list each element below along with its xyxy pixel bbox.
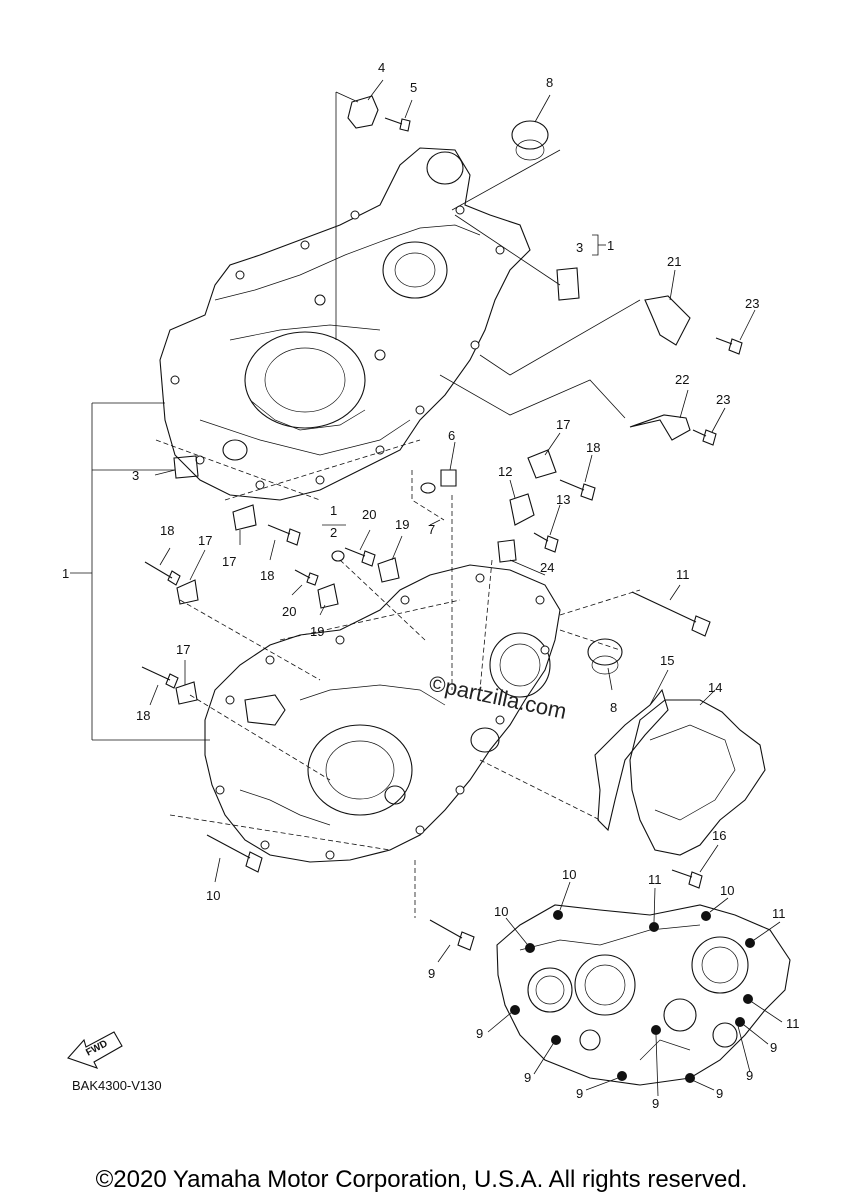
- callout-24: 24: [540, 560, 554, 575]
- callout-9-detail-f: 9: [716, 1086, 723, 1101]
- upper-crankcase-half: [159, 147, 531, 501]
- callout-9-detail-d: 9: [746, 1068, 753, 1083]
- callout-19-lower: 19: [310, 624, 324, 639]
- callout-23-top: 23: [745, 296, 759, 311]
- callout-10-detail-a: 10: [562, 867, 576, 882]
- callout-10-detail-c: 10: [494, 904, 508, 919]
- callout-17-mid: 17: [222, 554, 236, 569]
- diagram-code: BAK4300-V130: [72, 1078, 162, 1093]
- copyright-notice: ©2020 Yamaha Motor Corporation, U.S.A. A…: [95, 1166, 748, 1193]
- callout-18-mid: 18: [260, 568, 274, 583]
- callout-4: 4: [378, 60, 385, 75]
- leader-lines: [70, 79, 756, 963]
- callout-12: 12: [498, 464, 512, 479]
- bolt-pattern-detail-view: [496, 904, 791, 1086]
- detail-leaders: [487, 881, 783, 1097]
- callout-9-detail-c: 9: [524, 1070, 531, 1085]
- callout-9-detail-e: 9: [576, 1086, 583, 1101]
- callout-20-lower: 20: [282, 604, 296, 619]
- callout-18-upper-left: 18: [160, 523, 174, 538]
- callout-11-detail-a: 11: [648, 872, 662, 887]
- lower-crankcase-half: [204, 564, 561, 863]
- callout-9-detail-b: 9: [770, 1040, 777, 1055]
- callout-7: 7: [428, 522, 435, 537]
- callout-14: 14: [708, 680, 722, 695]
- callout-1-top: 1: [607, 238, 614, 253]
- callout-23-lower: 23: [716, 392, 730, 407]
- callout-2: 2: [330, 525, 337, 540]
- callout-22: 22: [675, 372, 689, 387]
- callout-9-left: 9: [428, 966, 435, 981]
- callout-21: 21: [667, 254, 681, 269]
- callout-11-detail-b: 11: [772, 906, 786, 921]
- fwd-arrow-icon: FWD: [67, 1031, 123, 1069]
- callout-9-detail-a: 9: [476, 1026, 483, 1041]
- callout-20-top: 20: [362, 507, 376, 522]
- callout-11-right: 11: [676, 567, 690, 582]
- callout-1-mid: 1: [330, 503, 337, 518]
- callout-15: 15: [660, 653, 674, 668]
- callout-8-lower: 8: [610, 700, 617, 715]
- callout-19-top: 19: [395, 517, 409, 532]
- callout-17-upper-left: 17: [198, 533, 212, 548]
- callout-labels: 4 5 8 3 1 21 23 22 23 6 17 18 12 13 7 3 …: [62, 60, 800, 1111]
- callout-3-left: 3: [132, 468, 139, 483]
- callout-18-right: 18: [586, 440, 600, 455]
- callout-10-left: 10: [206, 888, 220, 903]
- callout-11-detail-c: 11: [786, 1016, 800, 1031]
- callout-6: 6: [448, 428, 455, 443]
- callout-17-right: 17: [556, 417, 570, 432]
- callout-5: 5: [410, 80, 417, 95]
- callout-18-lower-left: 18: [136, 708, 150, 723]
- callout-17-lower-left: 17: [176, 642, 190, 657]
- callout-8-top: 8: [546, 75, 553, 90]
- small-parts: [141, 95, 766, 951]
- callout-16: 16: [712, 828, 726, 843]
- callout-3-top: 3: [576, 240, 583, 255]
- callout-9-detail-g: 9: [652, 1096, 659, 1111]
- callout-13: 13: [556, 492, 570, 507]
- callout-10-detail-b: 10: [720, 883, 734, 898]
- callout-1-left: 1: [62, 566, 69, 581]
